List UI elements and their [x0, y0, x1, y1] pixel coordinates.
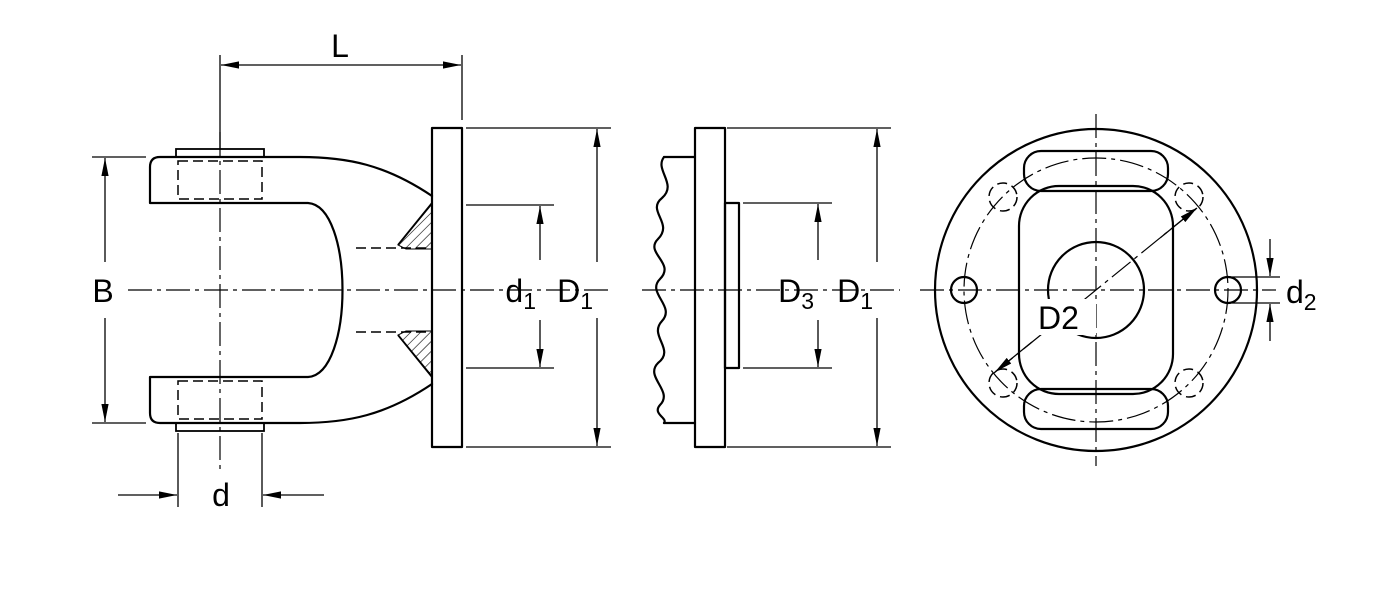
yoke-fork-outline — [148, 155, 434, 425]
dim-d: d — [118, 433, 324, 513]
front-view: D2 d2 — [920, 114, 1317, 466]
dim-B: B — [92, 156, 146, 424]
bolt-hole-left — [949, 275, 979, 305]
section-flange-plate — [693, 126, 727, 449]
corner-hole-bottom-right-hidden — [1174, 368, 1204, 398]
dim-D2: D2 — [993, 206, 1199, 374]
dim-d1: d1 — [466, 204, 554, 369]
corner-hole-top-left-hidden — [988, 182, 1018, 212]
label-d: d — [212, 477, 230, 513]
dim-L: L — [219, 28, 463, 150]
bottom-bearing-bore-hidden — [177, 380, 263, 420]
top-pad — [1022, 149, 1170, 193]
label-D3: D3 — [778, 273, 814, 314]
dim-D1-side: D1 — [466, 127, 611, 448]
dim-d2: d2 — [1232, 239, 1317, 341]
hub-section-hatch-top — [397, 202, 433, 250]
bottom-pad — [1022, 387, 1170, 431]
label-D1-section: D1 — [837, 273, 873, 314]
break-line — [653, 155, 669, 425]
center-bore-circle — [1046, 240, 1146, 340]
bolt-hole-right — [1213, 275, 1243, 305]
label-d2: d2 — [1286, 274, 1317, 315]
label-d1: d1 — [505, 273, 536, 314]
hub-section-hatch-bottom — [397, 330, 433, 378]
side-flange-plate — [430, 126, 464, 449]
section-hub-stub — [723, 201, 741, 370]
label-D1-side: D1 — [557, 273, 593, 314]
dim-D2-arrow-lower — [994, 341, 1033, 373]
hub-square-profile — [1017, 184, 1175, 396]
dim-D2-arrow-upper — [1159, 207, 1198, 239]
side-view: L B d d1 — [92, 28, 612, 513]
bottom-bearing-cap — [175, 422, 265, 432]
top-bearing-bore-hidden — [177, 160, 263, 200]
flange-outer-circle — [933, 127, 1259, 453]
dim-D3: D3 — [743, 202, 832, 369]
label-L: L — [331, 28, 349, 64]
label-D2-mask — [1032, 299, 1096, 335]
label-B: B — [92, 273, 113, 309]
dim-D1-section: D1 — [727, 127, 891, 448]
section-view: D3 D1 — [642, 126, 900, 449]
bolt-circle — [963, 157, 1229, 423]
label-D2: D2 — [1038, 300, 1079, 336]
